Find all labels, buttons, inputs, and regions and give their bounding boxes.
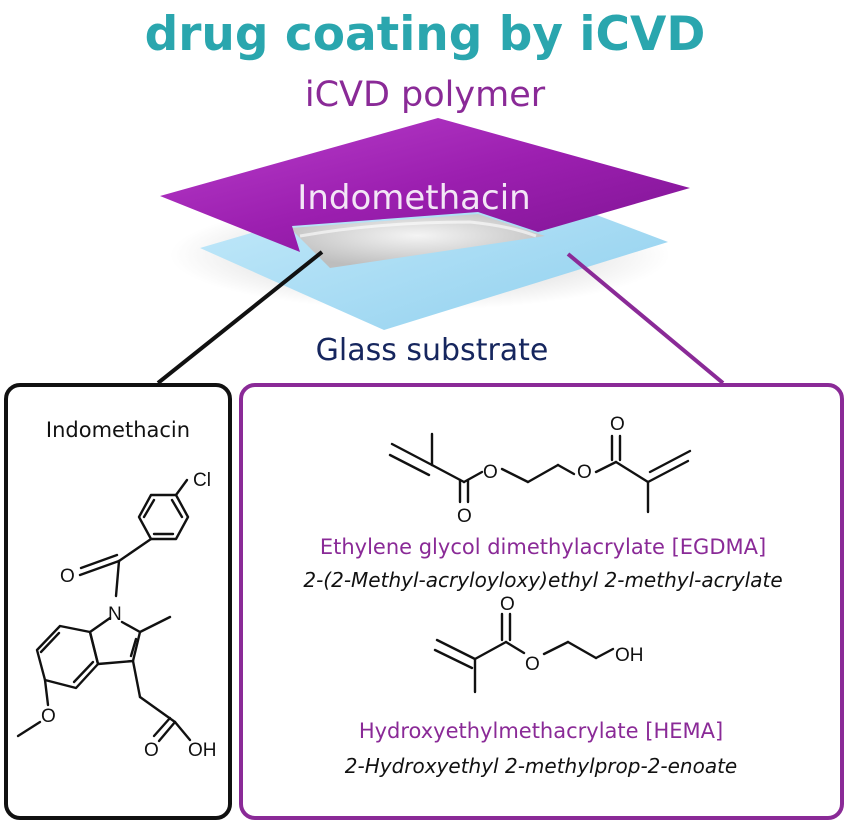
- hema-atom-o2: O: [525, 654, 540, 675]
- atom-cl: Cl: [193, 470, 211, 491]
- atom-n: N: [108, 604, 122, 625]
- egdma-atom-o1: O: [483, 462, 498, 483]
- hema-atom-oh: OH: [615, 645, 644, 666]
- hema-name: Hydroxyethylmethacrylate [HEMA]: [359, 719, 723, 743]
- right-panel-border: [239, 383, 844, 820]
- indomethacin-panel: Indomethacin: [4, 383, 232, 820]
- left-panel-border: [4, 383, 232, 820]
- egdma-name: Ethylene glycol dimethylacrylate [EGDMA]: [320, 535, 766, 559]
- egdma-structure: [388, 432, 692, 514]
- connector-left: [156, 250, 324, 385]
- atom-o-ketone: O: [60, 566, 75, 587]
- monomer-panel: O O O O Ethylene glycol dimethylacrylate…: [239, 383, 844, 820]
- atom-o-acid: O: [144, 740, 159, 761]
- hema-atom-o1: O: [500, 594, 515, 615]
- polymer-film: [160, 118, 690, 252]
- hema-structure: [433, 612, 615, 694]
- drug-texture: [299, 220, 537, 238]
- egdma-atom-o4: O: [610, 414, 625, 435]
- drug-layer-label: Indomethacin: [297, 178, 530, 218]
- substrate-label: Glass substrate: [316, 333, 549, 368]
- egdma-iupac: 2-(2-Methyl-acryloyloxy)ethyl 2-methyl-a…: [303, 568, 782, 592]
- hema-iupac: 2-Hydroxyethyl 2-methylprop-2-enoate: [345, 754, 737, 778]
- egdma-atom-o2: O: [457, 506, 472, 527]
- indomethacin-structure: [16, 478, 192, 743]
- atom-oh: OH: [188, 740, 217, 761]
- diagram-title: drug coating by iCVD: [145, 7, 706, 62]
- indomethacin-title: Indomethacin: [46, 418, 190, 442]
- connector-right: [566, 252, 725, 385]
- polymer-label: iCVD polymer: [305, 75, 546, 115]
- atom-o-methoxy: O: [41, 706, 56, 727]
- egdma-atom-o3: O: [577, 462, 592, 483]
- layer-stack: Indomethacin Glass substrate: [160, 118, 690, 368]
